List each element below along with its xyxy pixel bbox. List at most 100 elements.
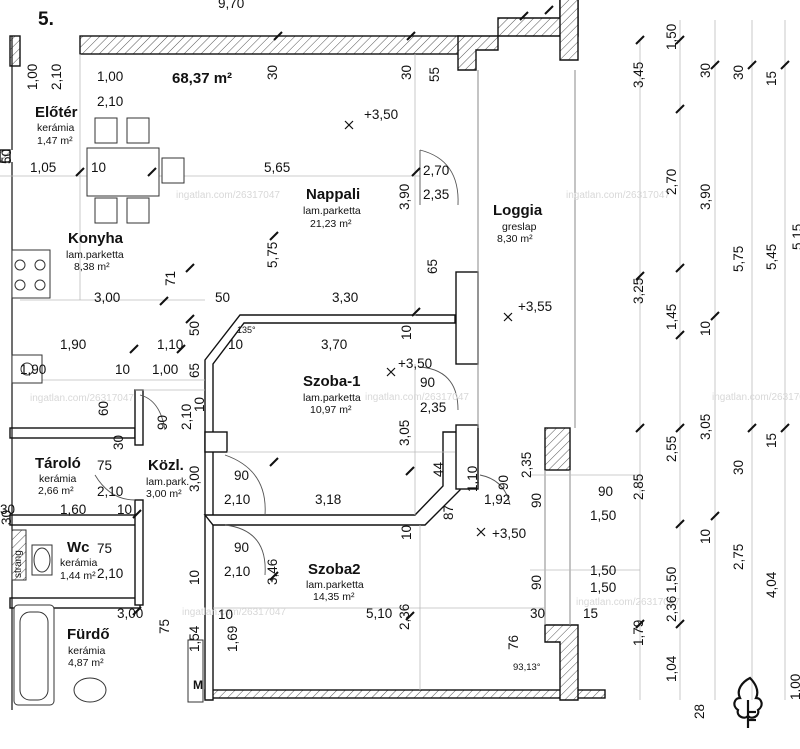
dim: 28 — [692, 703, 707, 719]
dim: 90 — [234, 468, 250, 483]
dim: 10 — [115, 362, 131, 377]
dim: 3,05 — [397, 419, 412, 446]
dim: 5,65 — [264, 160, 291, 175]
dim: 1,69 — [225, 625, 240, 652]
room-area: 2,66 m² — [38, 485, 74, 497]
watermark: ingatlan.com/26317047 — [182, 607, 286, 618]
dim: 1,90 — [60, 337, 87, 352]
dim: 3,90 — [397, 183, 412, 210]
dim: 2,70 — [664, 168, 679, 195]
dim: 75 — [97, 541, 113, 556]
top-dimension: 9,70 — [218, 0, 245, 11]
dim: 3,46 — [265, 558, 280, 585]
watermark: ingatlan.com/26317047 — [712, 392, 800, 403]
level-label: +3,50 — [398, 356, 433, 371]
room-name: Konyha — [68, 230, 124, 247]
wc-fixtures — [11, 529, 53, 581]
dim: 15 — [764, 70, 779, 86]
dim: 1,05 — [30, 160, 57, 175]
dim: 5,10 — [366, 606, 393, 621]
watermark: ingatlan.com/26317047 — [576, 597, 680, 608]
dim: 1,60 — [60, 502, 87, 517]
door-swings — [94, 149, 511, 576]
dim: 90 — [598, 484, 614, 499]
dim: 1,54 — [187, 625, 202, 652]
room-name: Közl. — [148, 457, 184, 474]
dim: 30 — [399, 64, 414, 80]
room-material: lam.parketta — [66, 249, 124, 261]
room-area: 1,47 m² — [37, 135, 73, 147]
dim: 1,00 — [788, 673, 800, 700]
dim: 75 — [157, 618, 172, 634]
dim: 3,30 — [332, 290, 359, 305]
room-material: kerámia — [39, 473, 77, 485]
room-name: Loggia — [493, 202, 543, 219]
dim: 55 — [427, 66, 442, 82]
dim: 30 — [731, 459, 746, 475]
dim: 3,05 — [698, 413, 713, 440]
room-name: Szoba2 — [308, 561, 361, 578]
dim: 1,50 — [590, 508, 617, 523]
dim: 30 — [0, 509, 14, 525]
dim: 2,36 — [397, 603, 412, 630]
dim: 1,50 — [664, 23, 679, 50]
dim: 2,55 — [664, 435, 679, 462]
dim: 4,04 — [764, 571, 779, 598]
dim: 2,35 — [423, 187, 450, 202]
room-material: kerámia — [68, 645, 106, 657]
dim: 30 — [265, 64, 280, 80]
dim: 1,50 — [664, 566, 679, 593]
dim: 2,36 — [664, 595, 679, 622]
dim: 90 — [496, 474, 511, 490]
dim: 44 — [431, 461, 446, 477]
dim: 90 — [529, 492, 544, 508]
dim: 3,00 — [94, 290, 121, 305]
room-area: 21,23 m² — [310, 218, 352, 230]
dim: 90 — [155, 414, 170, 430]
room-name: Tároló — [35, 455, 81, 472]
dim: 10 — [187, 569, 202, 585]
dim: 10 — [698, 528, 713, 544]
dim: 1,92 — [484, 492, 511, 507]
level-label: +3,55 — [518, 299, 553, 314]
dim: 2,35 — [519, 451, 534, 478]
dim: 15 — [583, 606, 599, 621]
dim: 90 — [234, 540, 250, 555]
watermark: ingatlan.com/26317047 — [566, 190, 670, 201]
dim: 10 — [117, 502, 133, 517]
dim: 3,25 — [631, 277, 646, 304]
dim: 1,50 — [590, 563, 617, 578]
room-material: kerámia — [60, 557, 98, 569]
dim: 1,90 — [20, 362, 47, 377]
room-material: greslap — [502, 221, 537, 233]
interior-walls — [9, 271, 479, 701]
dim: 3,00 — [117, 606, 144, 621]
room-area: 4,87 m² — [68, 657, 104, 669]
watermark: ingatlan.com/26317047 — [365, 392, 469, 403]
dim: 5,15 — [790, 223, 800, 250]
dimension-ticks — [75, 5, 790, 629]
dim: 1,10 — [157, 337, 184, 352]
dim: 2,10 — [97, 484, 124, 499]
dim: 90 — [420, 375, 436, 390]
bath-fixtures — [13, 604, 204, 706]
room-area: 8,38 m² — [74, 261, 110, 273]
room-area: 3,00 m² — [146, 488, 182, 500]
level-label: +3,50 — [492, 526, 527, 541]
dim: 65 — [425, 258, 440, 274]
dim: 3,18 — [315, 492, 342, 507]
exterior-walls — [0, 0, 606, 701]
dim: 2,85 — [631, 473, 646, 500]
dim: 30 — [0, 502, 16, 517]
dim: 3,70 — [321, 337, 348, 352]
total-area: 68,37 m² — [172, 70, 233, 87]
dim: 5,45 — [764, 243, 779, 270]
dim: 60 — [96, 400, 111, 416]
room-material: lam.parketta — [306, 579, 364, 591]
dim: 50 — [215, 290, 231, 305]
room-area: 8,30 m² — [497, 233, 533, 245]
room-material: kerámia — [37, 122, 75, 134]
dim: 1,79 — [631, 619, 646, 646]
dim: 1,00 — [25, 63, 40, 90]
